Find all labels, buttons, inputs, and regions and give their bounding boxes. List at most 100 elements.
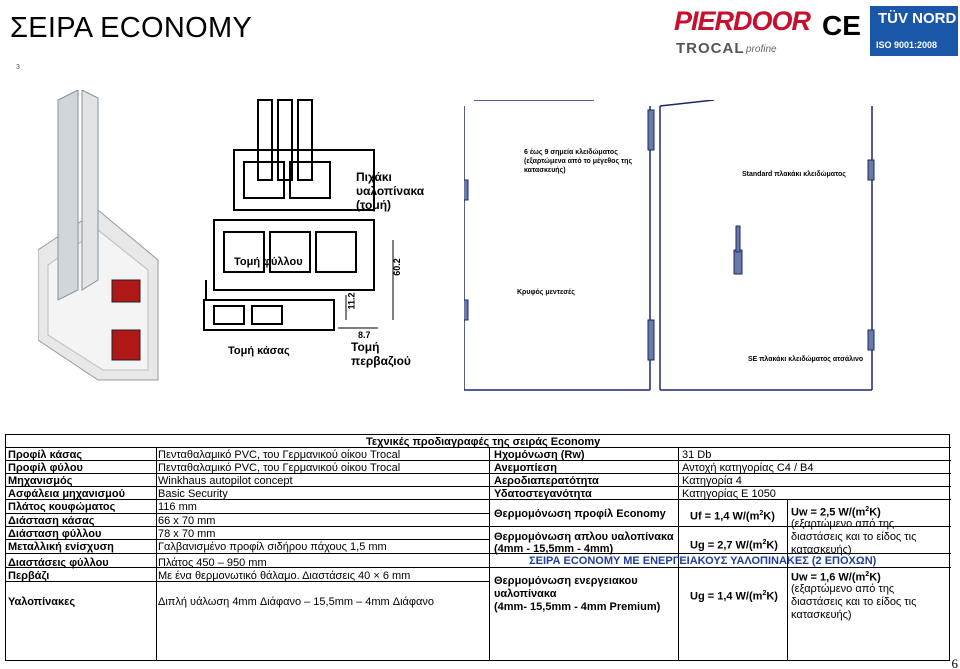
glass-bead-label: Πιχάκι υαλοπίνακα (τομή) xyxy=(356,170,424,212)
ug2-text: Ug = 1,4 W/(m xyxy=(690,590,763,603)
spec-heading: Τεχνικές προδιαγραφές της σειράς Economy xyxy=(366,436,601,448)
profile-drawing xyxy=(37,89,394,381)
uw2-note-1: (εξαρτώμενο από της xyxy=(791,583,895,595)
frame-corner-photo xyxy=(37,89,159,381)
spec-label: Ηχομόνωση (Rw) xyxy=(494,449,585,461)
uw1-text: Uw = 2,5 W/(m xyxy=(791,506,866,519)
glass-bead-line-3: (τομή) xyxy=(356,198,392,212)
glass-bead-line-2: υαλοπίνακα xyxy=(356,184,425,198)
uw2-tail: K) xyxy=(869,571,881,584)
single-glass-label: Θερμομόνωση απλου υαλοπίνακα xyxy=(494,531,674,543)
uw1-sup: 2 xyxy=(865,506,870,513)
uf-value: Uf = 1,4 W/(m2K) xyxy=(690,508,775,523)
spec-line xyxy=(6,447,951,448)
uw1-tail: K) xyxy=(869,506,881,519)
spec-line xyxy=(6,539,489,540)
energy-label-2: υαλοπίνακα xyxy=(494,588,557,600)
trocal-logo: TROCAL xyxy=(676,40,745,57)
spec-line xyxy=(6,460,951,461)
sash-section-label: Τομή φύλλου xyxy=(234,256,303,268)
locking-line-2: (εξαρτώμενα από το μέγεθος της xyxy=(524,158,633,165)
dim-87-label: 8.7 xyxy=(358,330,371,340)
spec-line xyxy=(6,486,951,487)
spec-line xyxy=(6,581,489,582)
se-plate-label: SE πλακάκι κλειδώματος ατσάλινο xyxy=(748,356,864,363)
uw2-value: Uw = 1,6 W/(m2K) xyxy=(791,569,881,584)
spec-col-line xyxy=(156,447,157,661)
spec-label: Ασφάλεια μηχανισμού xyxy=(8,488,126,500)
spec-value: 31 Db xyxy=(682,449,712,461)
pierdoor-logo: PIERDOOR xyxy=(674,6,811,36)
spec-label: Μηχανισμός xyxy=(8,475,73,487)
ug1-tail: K) xyxy=(766,539,778,552)
spec-value: Με ένα θερμονωτικό θάλαμο. Διαστάσεις 40… xyxy=(158,570,411,582)
uf-text: Uf = 1,4 W/(m xyxy=(690,510,760,523)
spec-line xyxy=(6,526,951,527)
ug2-sup: 2 xyxy=(762,590,767,597)
logo-strip: PIERDOOR TROCAL profine CE TÜV NORD ISO … xyxy=(672,4,960,64)
ug2-value: Ug = 1,4 W/(m2K) xyxy=(690,588,778,603)
small-mark: 3 xyxy=(16,64,20,71)
locking-line-3: κατασκευής) xyxy=(524,167,566,174)
frame-section-label: Τομή κάσας xyxy=(228,345,290,357)
single-glass-spec: (4mm - 15,5mm - 4mm) xyxy=(494,543,614,555)
page-title: ΣΕΙΡΑ ECONOMY xyxy=(10,12,253,44)
spec-table: Τεχνικές προδιαγραφές της σειράς Economy… xyxy=(5,434,951,661)
tuv-text: TÜV NORD xyxy=(878,10,957,27)
spec-col-line xyxy=(678,447,679,661)
spec-label: Υδατοστεγανότητα xyxy=(494,488,592,500)
spec-line xyxy=(6,499,951,500)
spec-col-line xyxy=(489,447,490,661)
tuv-logo: TÜV NORD ISO 9001:2008 xyxy=(870,6,958,56)
spec-label: Προφίλ φύλου xyxy=(8,462,83,474)
page-number: 6 xyxy=(951,656,959,669)
mullion-line-1: Τομή xyxy=(351,340,380,354)
profile-cross-section: Πιχάκι υαλοπίνακα (τομή) Τομή φύλλου Τομ… xyxy=(37,89,448,390)
spec-label: Ανεμοπίεση xyxy=(494,462,557,474)
section-drawing xyxy=(203,99,375,331)
locking-points-label: 6 έως 9 σημεία κλειδώματος (εξαρτώμενα α… xyxy=(524,148,632,175)
spec-label: Μεταλλική ενίσχυση xyxy=(8,541,114,553)
spec-value: Πλάτος 450 – 950 mm xyxy=(158,557,267,569)
spec-value: Διπλή υάλωση 4mm Διάφανο – 15,5mm – 4mm … xyxy=(158,596,435,608)
spec-line xyxy=(6,567,951,568)
ug1-sup: 2 xyxy=(762,539,767,546)
spec-value: Κατηγορίας E 1050 xyxy=(682,488,776,500)
uw1-note-1: (εξαρτώμενο από της xyxy=(791,518,895,530)
spec-label: Πλάτος κουφώματος xyxy=(8,501,116,513)
dimension-lines xyxy=(338,240,394,329)
ug1-text: Ug = 2,7 W/(m xyxy=(690,539,763,552)
uw2-sup: 2 xyxy=(865,571,870,578)
uf-tail: K) xyxy=(763,510,775,523)
uw1-note-3: κατασκευής) xyxy=(791,544,852,556)
hidden-hinges-label: Κρυφός μεντεσές xyxy=(517,289,575,296)
spec-value: 116 mm xyxy=(158,501,197,513)
energy-label-3: (4mm- 15,5mm - 4mm Premium) xyxy=(494,601,661,613)
energy-label-1: Θερμομόνωση ενεργειακου xyxy=(494,575,638,587)
spec-value: Πενταθαλαμικό PVC, του Γερμανικού οίκου … xyxy=(158,449,401,461)
spec-value: Winkhaus autopilot concept xyxy=(158,475,293,487)
iso-text: ISO 9001:2008 xyxy=(876,40,938,50)
profine-logo: profine xyxy=(746,44,777,55)
glass-bead-line-1: Πιχάκι xyxy=(356,170,392,184)
spec-col-line xyxy=(787,499,788,661)
spec-value: Κατηγορία 4 xyxy=(682,475,742,487)
spec-label: Προφίλ κάσας xyxy=(8,449,83,461)
uw1-note-2: διαστάσεις και το είδος τις xyxy=(791,531,917,543)
hardware-diagram: 6 έως 9 σημεία κλειδώματος (εξαρτώμενα α… xyxy=(461,99,882,394)
locking-line-1: 6 έως 9 σημεία κλειδώματος xyxy=(524,149,618,156)
ug1-value: Ug = 2,7 W/(m2K) xyxy=(690,537,778,552)
dim-60-label: 60.2 xyxy=(391,258,402,276)
spec-label: Αεροδιαπερατότητα xyxy=(494,475,599,487)
spec-label: Διάσταση φύλλου xyxy=(8,528,102,540)
spec-value: Basic Security xyxy=(158,488,228,500)
ug2-tail: K) xyxy=(766,590,778,603)
spec-label: Διαστάσεις φύλλου xyxy=(8,557,109,569)
uw2-note-3: κατασκευής) xyxy=(791,609,852,621)
mullion-line-2: περβαζιού xyxy=(351,354,411,368)
energy-heading: ΣΕΙΡΑ ECONOMY ΜΕ ΕΝΕΡΓΕΙΑΚΟΥΣ ΥΑΛΟΠΙΝΑΚΕ… xyxy=(529,555,877,567)
spec-value: Πενταθαλαμικό PVC, του Γερμανικού οίκου … xyxy=(158,462,401,474)
spec-label: Περβάζι xyxy=(8,570,50,582)
spec-line xyxy=(6,473,951,474)
profile-thermal-label: Θερμομόνωση προφίλ Economy xyxy=(494,508,666,520)
